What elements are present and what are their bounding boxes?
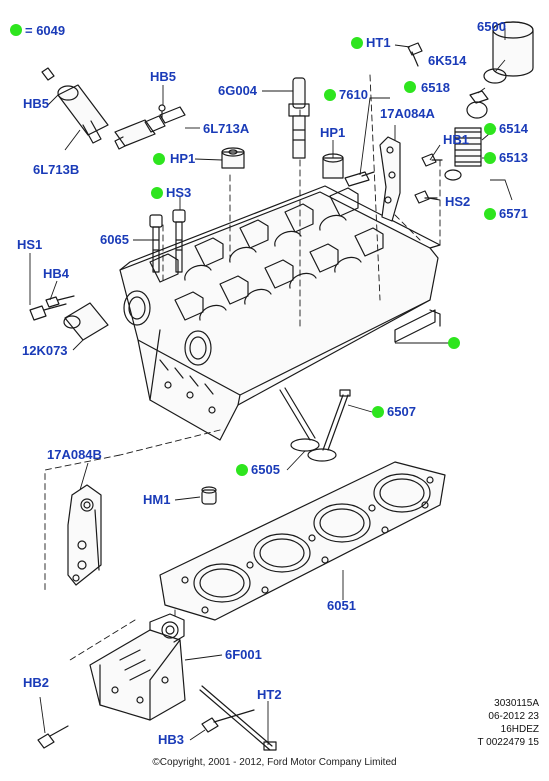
callout-6571[interactable]: 6571 bbox=[499, 206, 528, 221]
callout-6518[interactable]: 6518 bbox=[421, 80, 450, 95]
callout-hb3[interactable]: HB3 bbox=[158, 732, 185, 747]
callout-6f001[interactable]: 6F001 bbox=[225, 647, 262, 662]
callout-dot bbox=[484, 152, 496, 164]
callout-dot bbox=[351, 37, 363, 49]
callout-6k514[interactable]: 6K514 bbox=[428, 53, 467, 68]
callout-6g004[interactable]: 6G004 bbox=[218, 83, 258, 98]
callout-ht2[interactable]: HT2 bbox=[257, 687, 282, 702]
head-gasket-drawing bbox=[159, 461, 446, 621]
valves-drawing bbox=[279, 387, 351, 462]
callout-6065[interactable]: 6065 bbox=[100, 232, 129, 247]
callout-dot bbox=[151, 187, 163, 199]
bracket-17a084b-drawing bbox=[67, 484, 102, 586]
callout-17a084b[interactable]: 17A084B bbox=[47, 447, 102, 462]
spark-plug-tube-drawing bbox=[288, 77, 310, 159]
callout-6513[interactable]: 6513 bbox=[499, 150, 528, 165]
callout-dot bbox=[324, 89, 336, 101]
plug-caps-drawing bbox=[221, 147, 344, 179]
hm1-drawing bbox=[201, 486, 217, 505]
callout-hp1-right[interactable]: HP1 bbox=[320, 125, 346, 140]
callout-dot bbox=[484, 208, 496, 220]
head-bolts-drawing bbox=[149, 209, 186, 273]
callout-6505[interactable]: 6505 bbox=[251, 462, 280, 477]
callout-hs3[interactable]: HS3 bbox=[166, 185, 192, 200]
legend-text: = 6049 bbox=[25, 23, 66, 38]
camshaft-sensors-drawing bbox=[41, 67, 186, 150]
callout-6500[interactable]: 6500 bbox=[477, 19, 506, 34]
callout-dot bbox=[404, 81, 416, 93]
callout-hs1[interactable]: HS1 bbox=[17, 237, 43, 252]
cylinder-head-drawing bbox=[119, 185, 441, 441]
callout-hb5-top[interactable]: HB5 bbox=[150, 69, 177, 84]
callout-dot bbox=[484, 123, 496, 135]
callout-ht1[interactable]: HT1 bbox=[366, 35, 391, 50]
mount-bolts-drawing bbox=[37, 685, 277, 751]
callout-6507[interactable]: 6507 bbox=[387, 404, 416, 419]
callout-hb5-left[interactable]: HB5 bbox=[23, 96, 50, 111]
reference-line-3: 16HDEZ bbox=[500, 724, 539, 735]
reference-block: 3030115A 06-2012 23 16HDEZ T 0022479 15 bbox=[477, 697, 539, 749]
callout-hm1[interactable]: HM1 bbox=[143, 492, 171, 507]
callout-6514[interactable]: 6514 bbox=[499, 121, 528, 136]
callout-hb4[interactable]: HB4 bbox=[43, 266, 70, 281]
mount-6f001-drawing bbox=[89, 613, 186, 721]
callout-6l713b[interactable]: 6L713B bbox=[33, 162, 80, 177]
callout-dot bbox=[153, 153, 165, 165]
callout-7610[interactable]: 7610 bbox=[339, 87, 368, 102]
reference-line-1: 3030115A bbox=[494, 698, 539, 709]
callout-dot bbox=[236, 464, 248, 476]
legend-dot bbox=[10, 24, 22, 36]
callout-dot bbox=[372, 406, 384, 418]
solid-leaders bbox=[29, 28, 513, 745]
callout-hs2[interactable]: HS2 bbox=[445, 194, 471, 209]
sensor-12k073-drawing bbox=[29, 295, 109, 341]
callout-6l713a[interactable]: 6L713A bbox=[203, 121, 250, 136]
copyright: ©Copyright, 2001 - 2012, Ford Motor Comp… bbox=[152, 757, 397, 768]
callout-hb2[interactable]: HB2 bbox=[23, 675, 50, 690]
legend: = 6049 bbox=[10, 23, 65, 38]
callout-12k073[interactable]: 12K073 bbox=[22, 343, 68, 358]
reference-line-4: T 0022479 15 bbox=[477, 737, 539, 748]
reference-line-2: 06-2012 23 bbox=[488, 711, 539, 722]
callout-6051[interactable]: 6051 bbox=[327, 598, 356, 613]
callout-hp1-left[interactable]: HP1 bbox=[170, 151, 196, 166]
callout-17a084a[interactable]: 17A084A bbox=[380, 106, 435, 121]
callout-hb1[interactable]: HB1 bbox=[443, 132, 470, 147]
callout-dot bbox=[448, 337, 460, 349]
